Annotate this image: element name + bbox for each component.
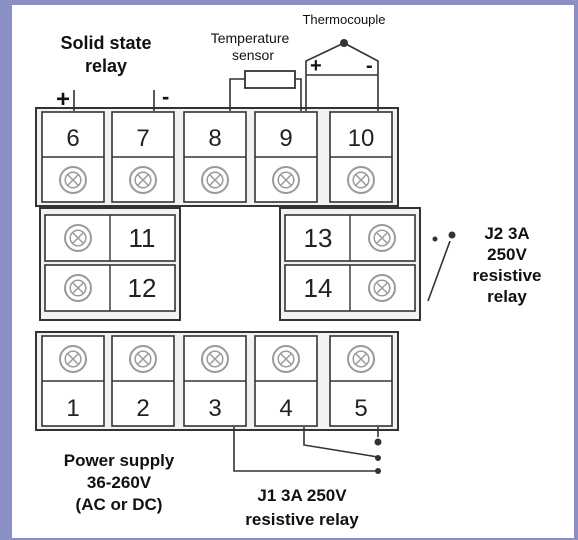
temperature-sensor-resistor xyxy=(244,70,296,89)
j1-relay-lead-4 xyxy=(303,427,379,458)
j2-relay-dot-icon xyxy=(448,231,456,239)
terminal-number-4: 4 xyxy=(279,395,292,422)
screw-slot-icon xyxy=(208,173,222,187)
screw-slot-icon xyxy=(279,352,293,366)
temperature-sensor-label-line2: sensor xyxy=(232,47,274,63)
j1-relay-dot-icon xyxy=(374,438,382,446)
screw-slot-icon xyxy=(66,173,80,187)
screw-slot-icon xyxy=(66,352,80,366)
power-supply-label-line3: (AC or DC) xyxy=(76,495,163,514)
terminal-number-13: 13 xyxy=(304,223,333,253)
j2-relay-label-line4: relay xyxy=(487,287,527,306)
screw-slot-icon xyxy=(279,173,293,187)
screw-slot-icon xyxy=(354,352,368,366)
temperature-sensor-label-line1: Temperature xyxy=(211,30,290,46)
ssr-label-line2: relay xyxy=(85,56,127,76)
terminal-number-9: 9 xyxy=(279,125,292,152)
j2-relay-contact xyxy=(427,240,451,302)
j1-relay-label-line2: resistive relay xyxy=(245,510,359,529)
screw-head-icon xyxy=(64,171,82,189)
thermocouple-label: Thermocouple xyxy=(302,12,385,27)
screw-slot-icon xyxy=(136,173,150,187)
screw-head-icon xyxy=(277,350,295,368)
j1-relay-label-line1: J1 3A 250V xyxy=(257,486,347,505)
thermocouple-plus-sign: + xyxy=(310,55,322,77)
power-supply-label-line1: Power supply xyxy=(64,451,175,470)
ssr-minus-sign: - xyxy=(162,84,169,109)
thermocouple-junction-icon xyxy=(340,39,348,47)
screw-slot-icon xyxy=(208,352,222,366)
terminal-number-1: 1 xyxy=(66,395,79,422)
screw-slot-icon xyxy=(71,231,85,245)
j1-relay-lead-3 xyxy=(233,427,378,472)
j1-relay-dot-icon xyxy=(375,468,381,474)
terminal-number-5: 5 xyxy=(354,395,367,422)
screw-head-icon xyxy=(64,350,82,368)
screw-head-icon xyxy=(352,350,370,368)
screw-head-icon xyxy=(206,171,224,189)
screw-head-icon xyxy=(352,171,370,189)
screw-head-icon xyxy=(373,229,391,247)
screw-slot-icon xyxy=(71,281,85,295)
screw-slot-icon xyxy=(354,173,368,187)
screw-slot-icon xyxy=(136,352,150,366)
ssr-plus-sign: + xyxy=(56,86,70,113)
screw-slot-icon xyxy=(375,231,389,245)
thermocouple-lead-minus xyxy=(343,42,379,111)
terminal-number-6: 6 xyxy=(66,125,79,152)
j2-relay-dot-icon xyxy=(432,236,438,242)
terminal-number-10: 10 xyxy=(348,125,375,152)
screw-head-icon xyxy=(134,350,152,368)
j2-relay-label-line2: 250V xyxy=(487,245,527,264)
terminal-number-12: 12 xyxy=(128,273,157,303)
terminal-number-14: 14 xyxy=(304,273,333,303)
screw-head-icon xyxy=(69,279,87,297)
terminal-number-2: 2 xyxy=(136,395,149,422)
screw-head-icon xyxy=(373,279,391,297)
terminal-number-7: 7 xyxy=(136,125,149,152)
ssr-label-line1: Solid state xyxy=(60,33,151,53)
screw-head-icon xyxy=(69,229,87,247)
screw-head-icon xyxy=(206,350,224,368)
terminal-number-8: 8 xyxy=(208,125,221,152)
j2-relay-label-line3: resistive xyxy=(473,266,542,285)
sensor-lead-right xyxy=(295,78,302,111)
screw-slot-icon xyxy=(375,281,389,295)
screw-head-icon xyxy=(134,171,152,189)
power-supply-label-line2: 36-260V xyxy=(87,473,152,492)
j2-relay-label-line1: J2 3A xyxy=(484,224,529,243)
terminal-number-3: 3 xyxy=(208,395,221,422)
j1-relay-dot-icon xyxy=(375,455,381,461)
thermocouple-minus-sign: - xyxy=(366,55,373,77)
sensor-lead-left xyxy=(229,78,245,111)
terminal-number-11: 11 xyxy=(129,223,156,253)
wiring-lines xyxy=(73,42,451,472)
screw-head-icon xyxy=(277,171,295,189)
thermocouple-lead-plus xyxy=(305,42,345,111)
